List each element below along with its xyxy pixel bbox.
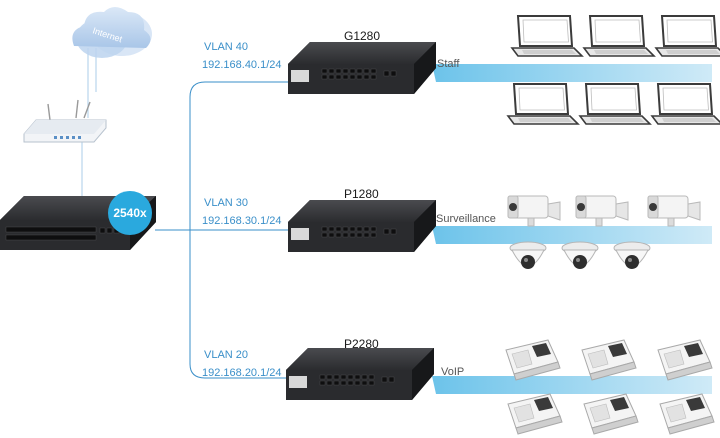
core-switch-badge: 2540x: [108, 191, 152, 235]
segment-surveillance-label: Surveillance: [436, 213, 496, 225]
vlan-40-subnet: 192.168.40.1/24: [202, 59, 282, 71]
vlan-30-subnet: 192.168.30.1/24: [202, 215, 282, 227]
vlan-40-label: VLAN 40: [204, 41, 248, 53]
segment-voip-label: VoIP: [441, 366, 464, 378]
segment-staff-label: Staff: [437, 58, 460, 70]
beam-staff: [432, 64, 712, 82]
ip-phone: [581, 339, 637, 381]
dome-camera: [561, 241, 599, 270]
laptop: [651, 83, 720, 125]
vlan-20-subnet: 192.168.20.1/24: [202, 367, 282, 379]
laptop: [583, 15, 655, 57]
laptop: [511, 15, 583, 57]
laptop: [655, 15, 720, 57]
box-camera: [507, 195, 561, 227]
dome-camera: [613, 241, 651, 270]
ip-phone: [659, 393, 715, 435]
switch-g1280-name: G1280: [344, 29, 380, 43]
switch-g1280: G1280: [287, 29, 437, 95]
ip-phone: [507, 393, 563, 435]
laptop: [507, 83, 579, 125]
beam-surveillance: [432, 226, 712, 244]
switch-p1280-name: P1280: [344, 187, 379, 201]
vlan-30-label: VLAN 30: [204, 197, 248, 209]
switch-p2280-name: P2280: [344, 337, 379, 351]
internet-cloud: Internet: [72, 7, 152, 58]
laptop: [579, 83, 651, 125]
badge-label: 2540x: [113, 206, 147, 220]
beam-voip: [432, 376, 712, 394]
box-camera: [647, 195, 701, 227]
ip-phone: [657, 339, 713, 381]
box-camera: [575, 195, 629, 227]
dome-camera: [509, 241, 547, 270]
uplink-lines: [155, 81, 292, 379]
switch-p2280: P2280: [285, 337, 435, 401]
ip-phone: [505, 339, 561, 381]
switch-p1280: P1280: [287, 187, 437, 253]
ip-phone: [583, 393, 639, 435]
router: [23, 99, 107, 143]
vlan-20-label: VLAN 20: [204, 349, 248, 361]
